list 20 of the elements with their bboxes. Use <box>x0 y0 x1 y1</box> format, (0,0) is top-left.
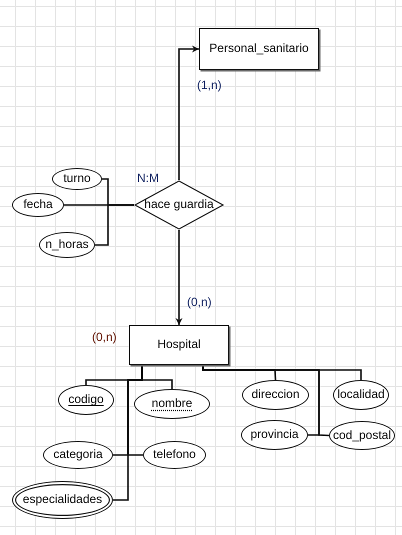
cardinality-label: (0,n) <box>187 295 212 309</box>
connector-line <box>95 204 134 246</box>
attribute-ellipse: provincia <box>241 420 308 450</box>
arrow <box>176 230 182 325</box>
cardinality-label: (1,n) <box>197 78 222 92</box>
attribute-ellipse: n_horas <box>39 232 95 258</box>
attribute-ellipse: cod_postal <box>329 421 395 450</box>
attribute-ellipse: nombre <box>134 389 210 419</box>
attribute-ellipse: codigo <box>58 385 114 415</box>
multivalued-attribute-ellipse: especialidades <box>12 481 113 519</box>
attribute-ellipse: direccion <box>242 380 309 410</box>
attribute-ellipse: categoria <box>43 441 113 469</box>
attribute-ellipse: localidad <box>333 380 389 410</box>
entity-box: Hospital <box>129 325 229 365</box>
cardinality-label: (0,n) <box>92 330 117 344</box>
attribute-ellipse: turno <box>52 168 102 190</box>
entity-box: Personal_sanitario <box>199 28 319 70</box>
attribute-ellipse: telefono <box>143 441 206 469</box>
arrow <box>178 46 199 180</box>
attribute-ellipse: fecha <box>12 193 64 217</box>
